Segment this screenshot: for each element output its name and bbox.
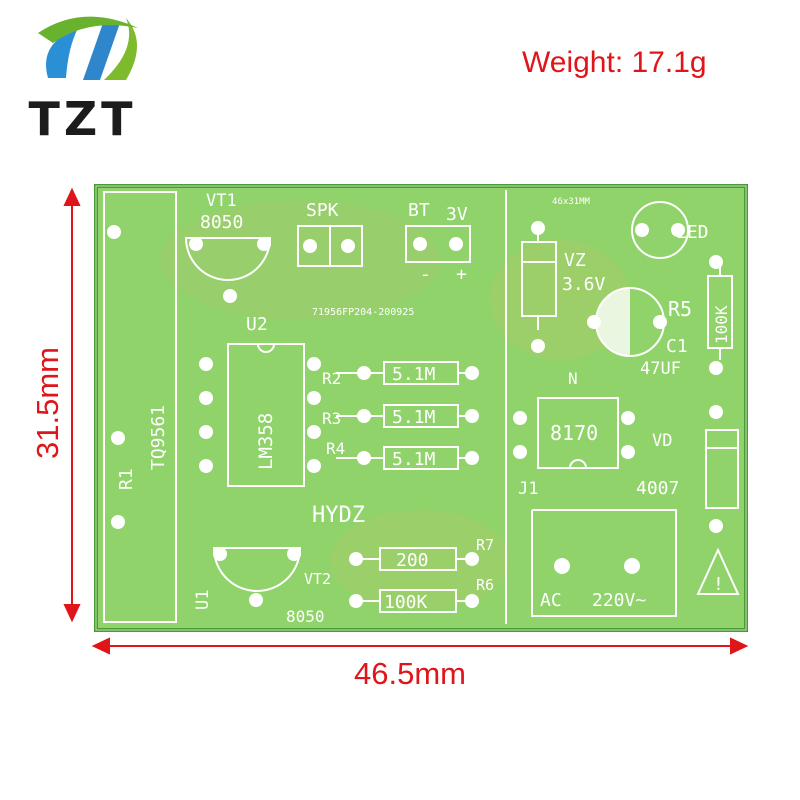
led-label: LED (676, 222, 709, 243)
hydz-label: HYDZ (312, 503, 365, 528)
u2-part-label: LM358 (255, 413, 277, 470)
r5-value: 100K (712, 305, 731, 344)
height-dimension-arrow (63, 187, 81, 623)
logo-text: TZT (28, 92, 137, 146)
r1-label: R1 (116, 468, 137, 490)
vt2-label: VT2 (304, 570, 331, 588)
width-dimension-arrow (91, 637, 749, 655)
ac-label: AC (540, 590, 562, 611)
size-mark-label: 46x31MM (552, 197, 591, 207)
r2-label: R2 (322, 369, 341, 388)
vt2-part-label: 8050 (286, 607, 325, 626)
n-label: N (568, 369, 578, 388)
weight-label: Weight: 17.1g (522, 46, 707, 79)
r4-value: 5.1M (392, 449, 436, 470)
vd-label: VD (652, 431, 672, 451)
vz-label: VZ (564, 250, 586, 271)
r4-label: R4 (326, 439, 345, 458)
ac-volt-label: 220V~ (592, 590, 646, 611)
tzt-logo-icon (38, 16, 138, 80)
bt-plus-label: + (456, 264, 467, 285)
u1-label: U1 (193, 590, 213, 610)
spk-label: SPK (306, 200, 339, 221)
r7-value: 200 (396, 550, 429, 571)
vt1-part-label: 8050 (200, 212, 243, 233)
r3-value: 5.1M (392, 407, 436, 428)
height-dimension-label: 31.5mm (30, 347, 65, 459)
c1-value: 47UF (640, 359, 681, 379)
tq-label: TQ9561 (148, 405, 169, 470)
c1-label: C1 (666, 336, 688, 357)
vt1-label: VT1 (206, 191, 237, 211)
vd-part-label: 4007 (636, 478, 679, 499)
bt-volt-label: 3V (446, 204, 468, 225)
board-code-label: 71956FP204-200925 (312, 307, 414, 318)
r2-value: 5.1M (392, 364, 436, 385)
r7-label: R7 (476, 536, 494, 554)
n-part-label: 8170 (550, 421, 598, 445)
vz-value: 3.6V (562, 274, 606, 295)
u2-label: U2 (246, 314, 268, 335)
bt-label: BT (408, 200, 430, 221)
r3-label: R3 (322, 409, 341, 428)
r6-label: R6 (476, 576, 494, 594)
r6-value: 100K (384, 592, 428, 613)
warning-icon: ! (713, 574, 724, 595)
width-dimension-label: 46.5mm (354, 656, 466, 691)
j1-label: J1 (518, 479, 538, 499)
r5-label: R5 (668, 297, 692, 321)
bt-minus-label: - (420, 264, 431, 285)
